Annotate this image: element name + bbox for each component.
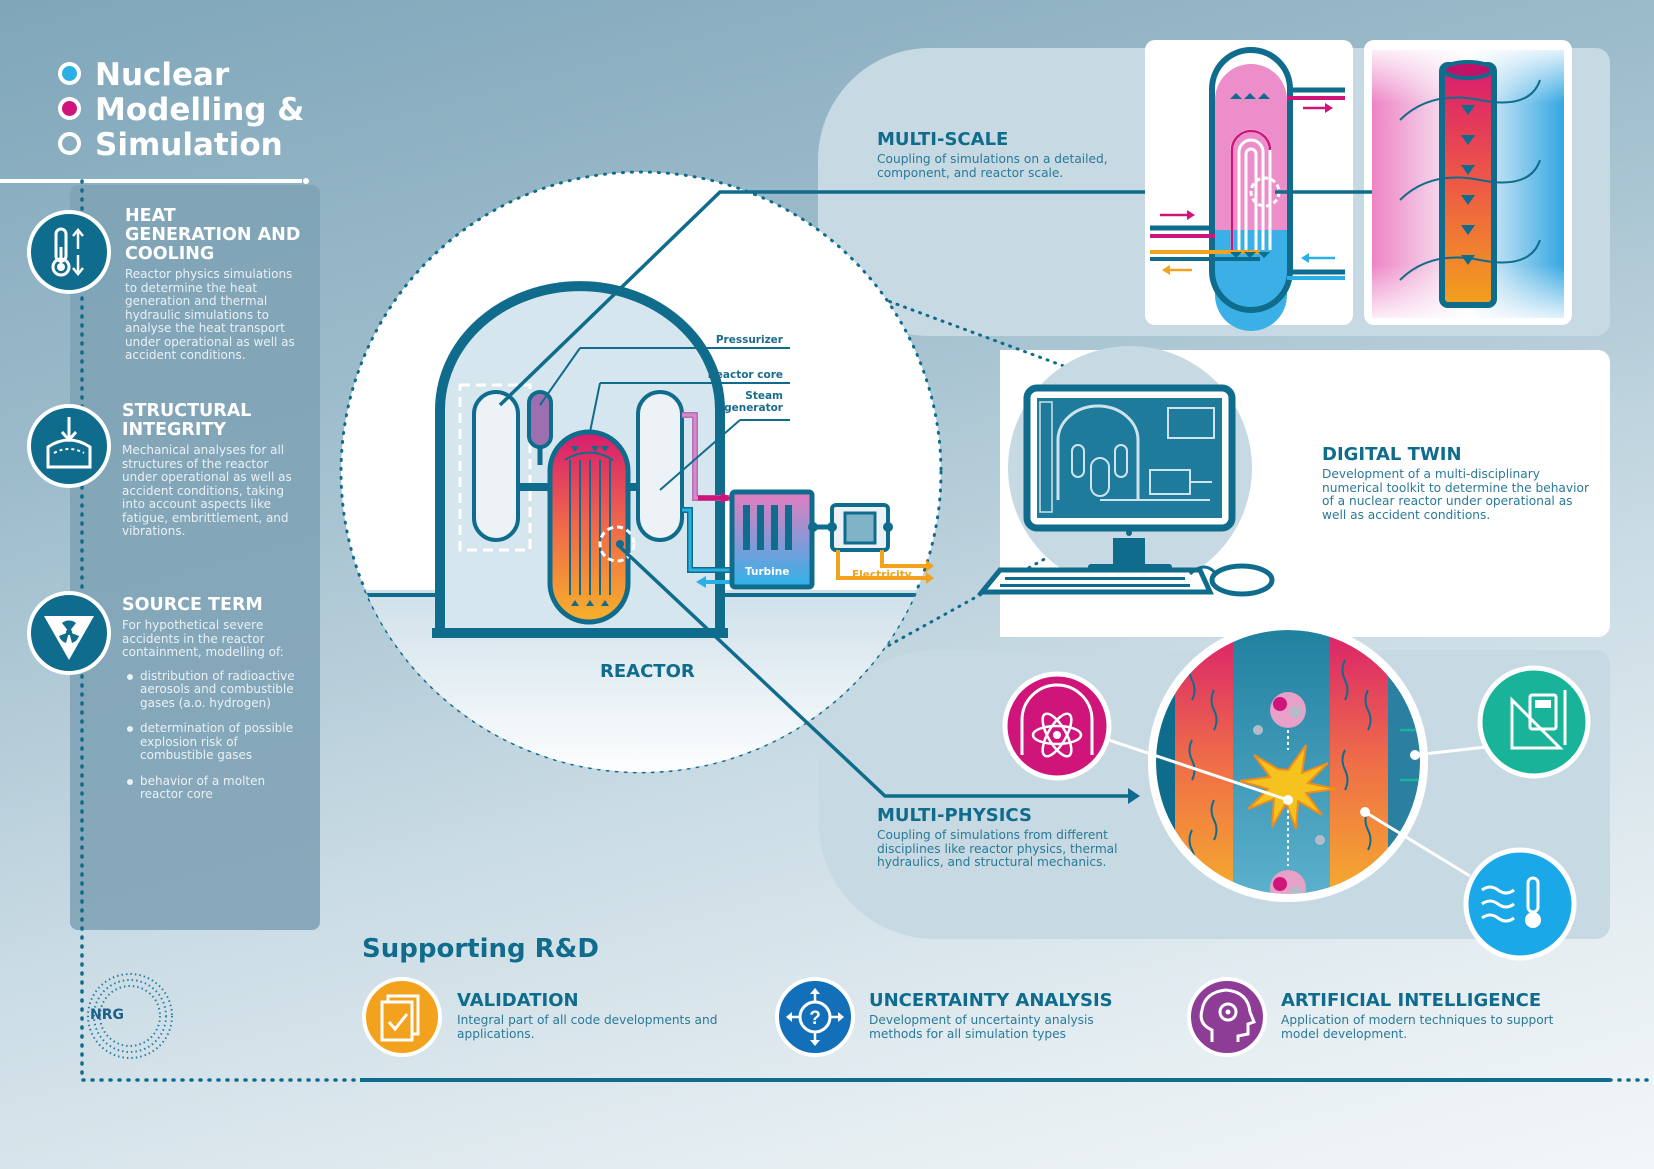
- label-turbine: Turbine: [745, 566, 790, 578]
- heat-heading: HEAT GENERATION AND COOLING: [125, 207, 320, 264]
- multi-physics-text-3: hydraulics, and structural mechanics.: [877, 855, 1107, 870]
- heat-heading-1: HEAT: [125, 206, 176, 226]
- multi-physics-text-2: disciplines like reactor physics, therma…: [877, 841, 1118, 856]
- ai-text: Application of modern techniques to supp…: [1281, 1013, 1601, 1041]
- source-bullet-1: distribution of radioactive aerosols and…: [124, 668, 322, 711]
- structural-text-1: Mechanical analyses for all: [122, 443, 285, 457]
- bullet-2-line-3: combustible gases: [140, 748, 253, 762]
- ai-text-1: Application of modern techniques to supp…: [1281, 1013, 1554, 1027]
- structural-heading: STRUCTURAL INTEGRITY: [122, 402, 320, 440]
- ai-text-2: model development.: [1281, 1026, 1408, 1041]
- structural-text-7: vibrations.: [122, 524, 186, 538]
- label-electricity: Electricity: [852, 569, 912, 581]
- bullet-1-line-1: distribution of radioactive: [140, 668, 295, 683]
- structural-text-6: fatigue, embrittlement, and: [122, 510, 289, 525]
- structural-heading-1: STRUCTURAL: [122, 401, 252, 421]
- structural-section: STRUCTURAL INTEGRITY Mechanical analyses…: [122, 402, 320, 539]
- ai-title: ARTIFICIAL INTELLIGENCE: [1281, 990, 1542, 1011]
- structural-heading-2: INTEGRITY: [122, 420, 227, 440]
- multi-physics-text-1: Coupling of simulations from different: [877, 828, 1108, 842]
- supporting-rd-title: Supporting R&D: [362, 934, 599, 964]
- label-reactor-core: Reactor core: [707, 369, 783, 381]
- title-line-2: Modelling &: [95, 92, 305, 128]
- pressure-vessel-icon: [27, 404, 111, 488]
- digital-twin-text-4: well as accident conditions.: [1322, 507, 1491, 522]
- page-title: Nuclear Modelling & Simulation: [58, 58, 304, 163]
- source-text-2: accidents in the reactor: [122, 631, 265, 646]
- title-line-1: Nuclear: [95, 57, 230, 93]
- multi-scale-section: MULTI-SCALE Coupling of simulations on a…: [877, 129, 1157, 180]
- digital-twin-section: DIGITAL TWIN Development of a multi-disc…: [1322, 444, 1612, 522]
- multi-physics-title: MULTI-PHYSICS: [877, 805, 1032, 826]
- source-term-text: For hypothetical severe accidents in the…: [122, 618, 320, 660]
- bullet-1-line-3: gases (a.o. hydrogen): [140, 695, 271, 710]
- heat-text-3: generation and thermal: [125, 294, 268, 308]
- pink-dot-icon: [58, 97, 81, 120]
- cyan-dot-icon: [58, 62, 81, 85]
- heat-text-5: analyse the heat transport: [125, 321, 286, 335]
- reactor-title: REACTOR: [600, 661, 695, 682]
- structural-text-3: under operational as well as: [122, 470, 292, 484]
- title-line-3: Simulation: [95, 127, 283, 163]
- heat-section: HEAT GENERATION AND COOLING Reactor phys…: [125, 207, 320, 363]
- source-bullet-3: behavior of a molten reactor core: [124, 773, 322, 802]
- source-text-3: containment, modelling of:: [122, 645, 284, 659]
- radiation-icon: [27, 591, 111, 675]
- validation-text-2: applications.: [457, 1026, 535, 1041]
- bullet-3-line-1: behavior of a molten: [140, 773, 266, 788]
- uncertainty-text: Development of uncertainty analysis meth…: [869, 1013, 1159, 1041]
- heat-text-2: to determine the heat: [125, 280, 258, 295]
- source-bullet-2: determination of possible explosion risk…: [124, 721, 322, 763]
- heat-text-1: Reactor physics simulations: [125, 267, 293, 281]
- bullet-3-line-2: reactor core: [140, 787, 213, 801]
- validation-text: Integral part of all code developments a…: [457, 1013, 747, 1041]
- multi-scale-text-2: component, and reactor scale.: [877, 165, 1064, 180]
- svg-text:?: ?: [809, 1008, 821, 1029]
- label-steam: Steam: [745, 390, 783, 402]
- digital-twin-text-1: Development of a multi-disciplinary: [1322, 467, 1540, 481]
- bullet-2-line-1: determination of possible: [140, 721, 294, 735]
- white-dot-icon: [58, 132, 81, 155]
- uncertainty-text-2: methods for all simulation types: [869, 1026, 1067, 1041]
- heat-text: Reactor physics simulations to determine…: [125, 267, 320, 363]
- structural-text: Mechanical analyses for all structures o…: [122, 443, 320, 539]
- label-steam-generator: Steam generator: [700, 390, 783, 414]
- source-term-heading: SOURCE TERM: [122, 595, 263, 615]
- digital-twin-text-3: of a nuclear reactor under operational a…: [1322, 494, 1573, 509]
- nrg-logo: NRG: [90, 1007, 124, 1023]
- validation-item: VALIDATION Integral part of all code dev…: [457, 990, 747, 1041]
- source-text-1: For hypothetical severe: [122, 618, 264, 632]
- multi-physics-section: MULTI-PHYSICS Coupling of simulations fr…: [877, 805, 1167, 870]
- bullet-2-line-2: explosion risk of: [140, 734, 238, 749]
- label-pressurizer: Pressurizer: [715, 334, 783, 346]
- validation-text-1: Integral part of all code developments a…: [457, 1013, 718, 1027]
- uncertainty-title: UNCERTAINTY ANALYSIS: [869, 990, 1113, 1011]
- heat-text-6: under operational as well as: [125, 334, 295, 349]
- digital-twin-text-2: numerical toolkit to determine the behav…: [1322, 480, 1589, 495]
- label-generator: generator: [724, 402, 783, 414]
- bullet-1-line-2: aerosols and combustible: [140, 682, 294, 696]
- structural-text-2: structures of the reactor: [122, 456, 269, 471]
- structural-text-5: into account aspects like: [122, 497, 271, 511]
- digital-twin-title: DIGITAL TWIN: [1322, 444, 1462, 465]
- heat-text-7: accident conditions.: [125, 348, 246, 362]
- heat-heading-2: GENERATION AND: [125, 225, 301, 245]
- uncertainty-item: UNCERTAINTY ANALYSIS Development of unce…: [869, 990, 1159, 1041]
- validation-title: VALIDATION: [457, 990, 579, 1011]
- thermometer-icon: [27, 210, 111, 294]
- source-term-section: SOURCE TERM For hypothetical severe acci…: [122, 596, 320, 802]
- multi-scale-text-1: Coupling of simulations on a detailed,: [877, 152, 1108, 166]
- structural-text-4: accident conditions, taking: [122, 483, 284, 498]
- uncertainty-text-1: Development of uncertainty analysis: [869, 1013, 1094, 1027]
- multi-scale-title: MULTI-SCALE: [877, 129, 1009, 150]
- multi-scale-text: Coupling of simulations on a detailed, c…: [877, 152, 1157, 180]
- heat-heading-3: COOLING: [125, 244, 215, 264]
- heat-text-4: hydraulic simulations to: [125, 307, 269, 322]
- multi-physics-text: Coupling of simulations from different d…: [877, 828, 1167, 870]
- digital-twin-text: Development of a multi-disciplinary nume…: [1322, 467, 1612, 522]
- ai-item: ARTIFICIAL INTELLIGENCE Application of m…: [1281, 990, 1601, 1041]
